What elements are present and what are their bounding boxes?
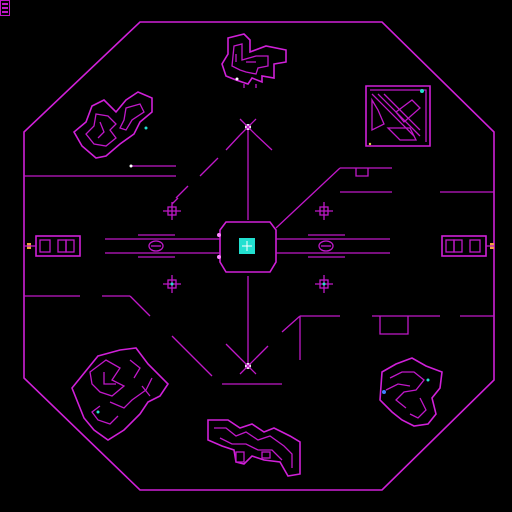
interior-walls	[24, 165, 494, 385]
maze-northeast	[365, 85, 431, 147]
hud-menu-icon[interactable]	[0, 0, 10, 16]
hud-bar	[2, 7, 8, 9]
maze-southwest	[71, 347, 170, 441]
maze-north	[221, 33, 287, 88]
central-core[interactable]	[217, 221, 277, 273]
beacon-north[interactable]	[239, 118, 257, 136]
hud-bar	[2, 3, 8, 5]
turret-sw[interactable]	[163, 275, 181, 293]
maze-south	[207, 419, 301, 477]
maze-northwest	[72, 91, 153, 168]
beacon-south[interactable]	[239, 357, 257, 375]
corridor-east	[276, 234, 390, 258]
turret-ne[interactable]	[315, 202, 333, 220]
maze-southeast	[379, 357, 443, 427]
corridor-west	[105, 234, 220, 258]
gate-east[interactable]	[441, 235, 494, 257]
gate-west[interactable]	[24, 235, 81, 257]
diagonal-paths	[171, 134, 341, 377]
turret-nw[interactable]	[163, 202, 181, 220]
hud-bar	[2, 11, 8, 13]
arena-outer-wall	[23, 21, 495, 491]
turret-se[interactable]	[315, 275, 333, 293]
